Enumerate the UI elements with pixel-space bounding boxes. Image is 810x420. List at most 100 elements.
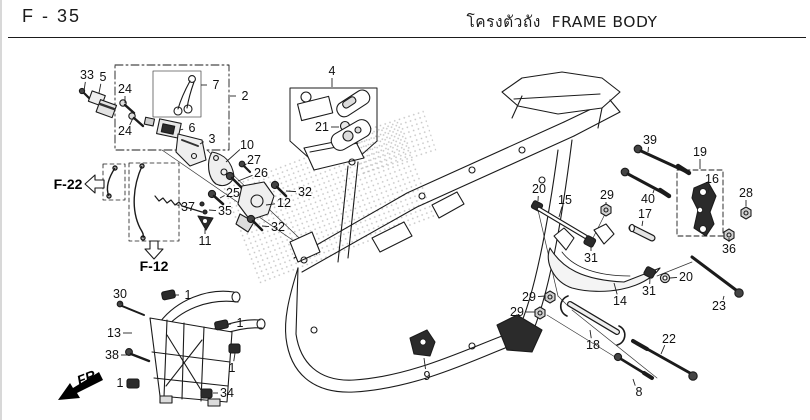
part-callout-8: 8 bbox=[635, 384, 643, 399]
bolt-22-icon bbox=[631, 339, 698, 381]
part-callout-32: 32 bbox=[271, 219, 285, 234]
leader-line-9 bbox=[423, 357, 426, 370]
leader-line-6 bbox=[179, 128, 184, 131]
part-callout-12: 12 bbox=[277, 195, 291, 210]
grommet-1-bottom-icon bbox=[126, 378, 140, 389]
f22-arrow-icon bbox=[84, 174, 105, 194]
group-box-f12 bbox=[128, 162, 180, 242]
cable-f22-part bbox=[106, 165, 118, 199]
part-callout-35: 35 bbox=[218, 203, 232, 218]
part-callout-18: 18 bbox=[586, 337, 600, 352]
part-callout-22: 22 bbox=[662, 331, 676, 346]
leader-line-18 bbox=[589, 329, 592, 339]
ref-link-f-22: F-22 bbox=[53, 176, 83, 192]
leader-line-22 bbox=[660, 344, 666, 355]
part-callout-31: 31 bbox=[642, 283, 656, 298]
part-callout-14: 14 bbox=[613, 293, 627, 308]
leader-line-26 bbox=[237, 174, 253, 182]
part-callout-36: 36 bbox=[722, 241, 736, 256]
pad-1-right-icon bbox=[214, 319, 229, 331]
leader-line-8 bbox=[632, 378, 636, 386]
part-callout-15: 15 bbox=[558, 192, 572, 207]
front-bracket-13-part bbox=[149, 290, 266, 407]
bolt-26-icon bbox=[225, 171, 243, 189]
part-callout-6: 6 bbox=[188, 120, 196, 135]
leader-line-24 bbox=[129, 117, 134, 126]
leader-line-20 bbox=[669, 276, 678, 279]
header-divider bbox=[8, 37, 806, 38]
leader-line-12 bbox=[265, 203, 276, 206]
bolt-40-icon bbox=[620, 167, 672, 199]
bushing-31-right-icon bbox=[643, 266, 657, 279]
hanger-14-part bbox=[547, 223, 661, 292]
part-callout-5: 5 bbox=[99, 69, 107, 84]
leader-line-39 bbox=[647, 146, 649, 153]
nut-36-icon bbox=[723, 228, 735, 242]
bracket-12-part bbox=[235, 181, 275, 233]
cable-f12-part bbox=[133, 163, 146, 241]
part-callout-30: 30 bbox=[113, 286, 127, 301]
page-title: โครงตัวถัง FRAME BODY bbox=[466, 9, 657, 34]
key-fob-1-part bbox=[336, 89, 371, 118]
bolt-32-lower-icon bbox=[246, 214, 264, 232]
bolt-32-upper-icon bbox=[270, 180, 288, 198]
part-callout-32: 32 bbox=[298, 184, 312, 199]
leader-line-17 bbox=[641, 220, 644, 227]
part-callout-24: 24 bbox=[118, 123, 132, 138]
grommet-1-mid-icon bbox=[228, 343, 241, 354]
part-callout-16: 16 bbox=[705, 171, 719, 186]
part-callout-28: 28 bbox=[739, 185, 753, 200]
part-callout-20: 20 bbox=[679, 269, 693, 284]
part-callout-26: 26 bbox=[254, 165, 268, 180]
screw-27-icon bbox=[238, 160, 252, 174]
part-callout-25: 25 bbox=[226, 185, 240, 200]
bolt-39-icon bbox=[633, 144, 692, 176]
key-tag-part bbox=[296, 91, 334, 122]
hinge-16-part bbox=[691, 181, 717, 237]
leader-line-40 bbox=[652, 189, 655, 194]
part-callout-13: 13 bbox=[107, 325, 121, 340]
shaft-18-part bbox=[559, 295, 626, 346]
screws-35-icon bbox=[199, 201, 208, 215]
part-callout-23: 23 bbox=[712, 298, 726, 313]
bolt-25-icon bbox=[207, 189, 225, 206]
clip-11-part bbox=[197, 215, 214, 231]
bracket-9-part bbox=[409, 329, 436, 357]
leader-line-35 bbox=[208, 209, 217, 212]
part-callout-1: 1 bbox=[116, 375, 124, 390]
leader-line-15 bbox=[558, 206, 563, 218]
switch-5-part bbox=[87, 90, 118, 119]
leader-line-10 bbox=[225, 149, 241, 163]
part-callout-39: 39 bbox=[643, 132, 657, 147]
bushing-31-left-icon bbox=[583, 235, 597, 248]
part-callout-38: 38 bbox=[105, 347, 119, 362]
leader-line-14 bbox=[613, 282, 618, 295]
leader-line-3 bbox=[199, 141, 204, 145]
bolt-38-icon bbox=[125, 348, 151, 363]
part-callout-29: 29 bbox=[600, 187, 614, 202]
grommet-34-icon bbox=[200, 388, 213, 399]
part-callout-7: 7 bbox=[212, 77, 220, 92]
part-callout-40: 40 bbox=[641, 191, 655, 206]
part-callout-1: 1 bbox=[228, 360, 236, 375]
part-callout-19: 19 bbox=[693, 144, 707, 159]
leader-line-16 bbox=[707, 185, 710, 194]
part-callout-33: 33 bbox=[80, 67, 94, 82]
leader-line-37 bbox=[173, 203, 180, 206]
shaft-15-part bbox=[536, 206, 589, 240]
leader-line-25 bbox=[219, 195, 225, 199]
collar-17-part bbox=[628, 223, 656, 242]
part-callout-3: 3 bbox=[208, 131, 216, 146]
part-callout-29: 29 bbox=[522, 289, 536, 304]
leader-line-32 bbox=[285, 190, 297, 193]
f12-arrow-icon bbox=[144, 240, 164, 260]
bolt-23-icon bbox=[690, 255, 744, 298]
screw-24-upper-icon bbox=[119, 99, 136, 115]
nut-29-upper-icon bbox=[600, 203, 612, 217]
part-callout-31: 31 bbox=[584, 250, 598, 265]
nut-29-low-icon bbox=[534, 306, 546, 320]
leader-line-32 bbox=[261, 225, 270, 228]
